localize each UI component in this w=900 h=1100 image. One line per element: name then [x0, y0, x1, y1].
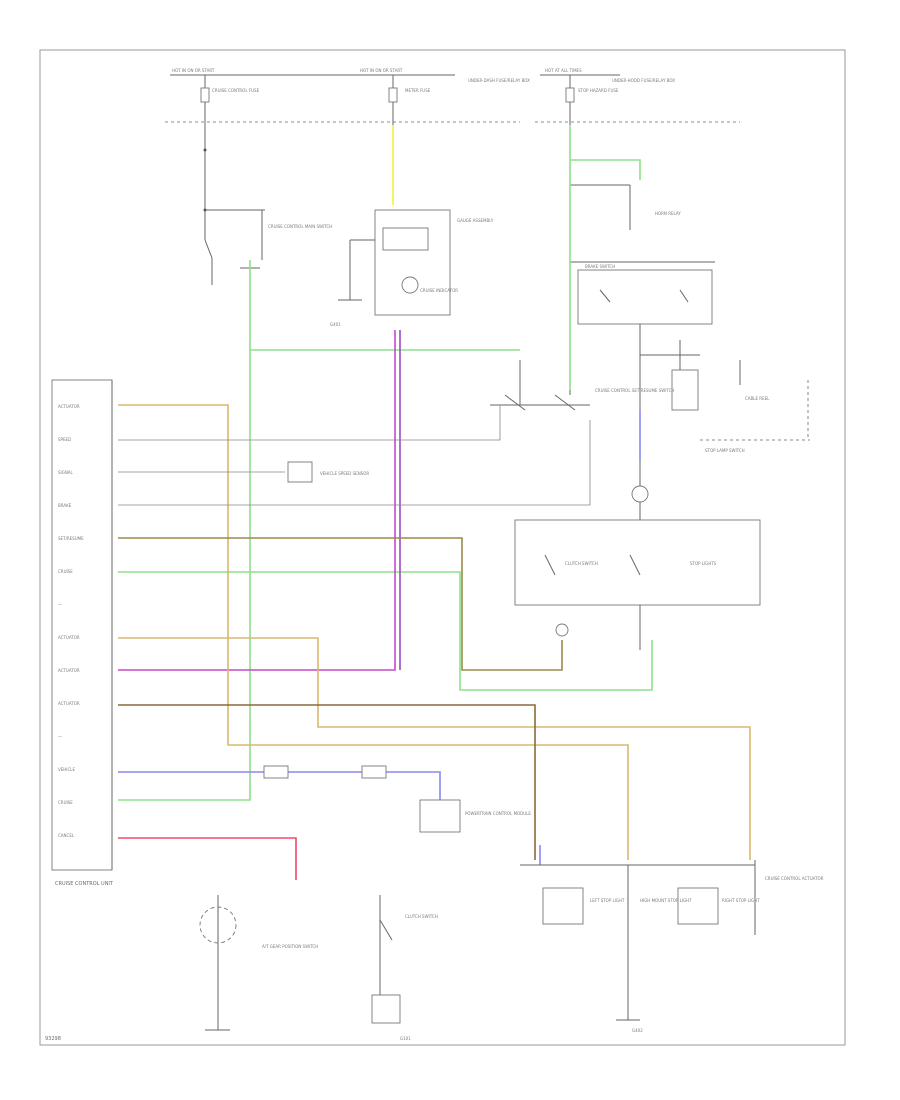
wire-green-top [570, 159, 641, 180]
unit-pin-labels: ACTUATOR SPEED SIGNAL BRAKE SET/RESUME CRUISE… [58, 404, 84, 838]
vss-block: VEHICLE SPEED SENSOR [287, 461, 369, 483]
wires [118, 125, 751, 880]
gauge-block: GAUGE ASSEMBLY CRUISE INDICATOR G401 [330, 209, 494, 327]
wire-green-main [118, 260, 251, 801]
wire-tan-b [118, 637, 751, 860]
unit-pin-label: — [58, 734, 62, 739]
set-resume-block: CRUISE CONTROL SET/RESUME SWITCH [490, 360, 674, 411]
fuse-a-label: CRUISE CONTROL FUSE [212, 88, 260, 93]
bottom-clutch-label: CLUTCH SWITCH [405, 914, 438, 919]
wire-tan-a [118, 404, 629, 860]
power-rails: HOT IN ON OR START HOT IN ON OR START HO… [165, 68, 740, 125]
unit-pin-label: ACTUATOR [58, 701, 80, 706]
wire-magenta [118, 330, 396, 671]
fuse-box-a-label: UNDER-DASH FUSE/RELAY BOX [468, 78, 530, 83]
unit-pin-label: SPEED [58, 437, 71, 442]
cruise-indicator-label: CRUISE INDICATOR [420, 288, 458, 293]
unit-pin-label: ACTUATOR [58, 668, 80, 673]
unit-pin-label: BRAKE [58, 503, 72, 508]
cruise-control-unit: CRUISE CONTROL UNIT ACTUATOR SPEED SIGNAL B… [51, 379, 114, 887]
brake-branch: HORN RELAY BRAKE SWITCH CABLE REEL STOP … [569, 125, 810, 540]
unit-pin-label: VEHICLE [58, 767, 75, 772]
fuse-b-label: METER FUSE [405, 88, 431, 93]
g402-label: G402 [632, 1028, 643, 1033]
vss-label: VEHICLE SPEED SENSOR [320, 471, 369, 476]
actuator-label: CRUISE CONTROL ACTUATOR [765, 876, 824, 881]
right-stop-label: RIGHT STOP LIGHT [722, 898, 760, 903]
hot-label-a: HOT IN ON OR START [172, 68, 215, 73]
g101-label: G101 [400, 1036, 411, 1041]
wire-black-brake [118, 420, 591, 506]
stop-light-bus: CRUISE CONTROL ACTUATOR LEFT STOP LIGHT … [520, 860, 824, 1033]
wire-black-speed [118, 405, 501, 441]
gauge-label: GAUGE ASSEMBLY [457, 218, 494, 223]
pcm-connectors: POWERTRAIN CONTROL MODULE [263, 765, 531, 833]
bottom-switches: A/T GEAR POSITION SWITCH CLUTCH SWITCH G… [199, 895, 438, 1041]
switch-assembly: CLUTCH SWITCH STOP LIGHTS [514, 519, 761, 650]
main-switch-label: CRUISE CONTROL MAIN SWITCH [268, 224, 332, 229]
unit-pin-label: SIGNAL [58, 470, 74, 475]
pcm-label: POWERTRAIN CONTROL MODULE [465, 811, 531, 816]
horn-relay-label: HORN RELAY [655, 211, 681, 216]
hot-label-c: HOT AT ALL TIMES [545, 68, 582, 73]
unit-pin-label: ACTUATOR [58, 635, 80, 640]
unit-pin-label: — [58, 602, 62, 607]
wire-brown [118, 704, 536, 860]
main-switch-branch: CRUISE CONTROL MAIN SWITCH [203, 125, 332, 285]
footer-code: 93298 [45, 1036, 61, 1042]
wire-green-cruise [118, 571, 653, 691]
unit-pin-label: SET/RESUME [58, 536, 84, 541]
stop-lamp-label: STOP LAMP SWITCH [705, 448, 745, 453]
at-gear-switch-label: A/T GEAR POSITION SWITCH [262, 944, 318, 949]
cable-reel-label: CABLE REEL [745, 396, 770, 401]
set-resume-label: CRUISE CONTROL SET/RESUME SWITCH [595, 388, 674, 393]
fuse-c-label: STOP HAZARD FUSE [578, 88, 619, 93]
unit-pin-label: ACTUATOR [58, 404, 80, 409]
diagram-frame [39, 49, 846, 1046]
brake-switch-label: BRAKE SWITCH [585, 264, 615, 269]
hot-label-b: HOT IN ON OR START [360, 68, 403, 73]
wire-olive [118, 537, 563, 671]
fuse-box-b-label: UNDER-HOOD FUSE/RELAY BOX [612, 78, 675, 83]
cruise-unit-label: CRUISE CONTROL UNIT [55, 881, 114, 887]
unit-pin-label: CANCEL [58, 833, 75, 838]
left-stop-label: LEFT STOP LIGHT [590, 898, 625, 903]
clutch-switch-label: CLUTCH SWITCH [565, 561, 598, 566]
g401-label: G401 [330, 322, 341, 327]
wire-blue-a [118, 771, 441, 800]
unit-pin-label: CRUISE [58, 569, 73, 574]
high-mount-label: HIGH MOUNT STOP LIGHT [640, 898, 692, 903]
wire-red [118, 837, 297, 880]
unit-pin-label: CRUISE [58, 800, 73, 805]
stop-lights-label: STOP LIGHTS [690, 561, 717, 566]
